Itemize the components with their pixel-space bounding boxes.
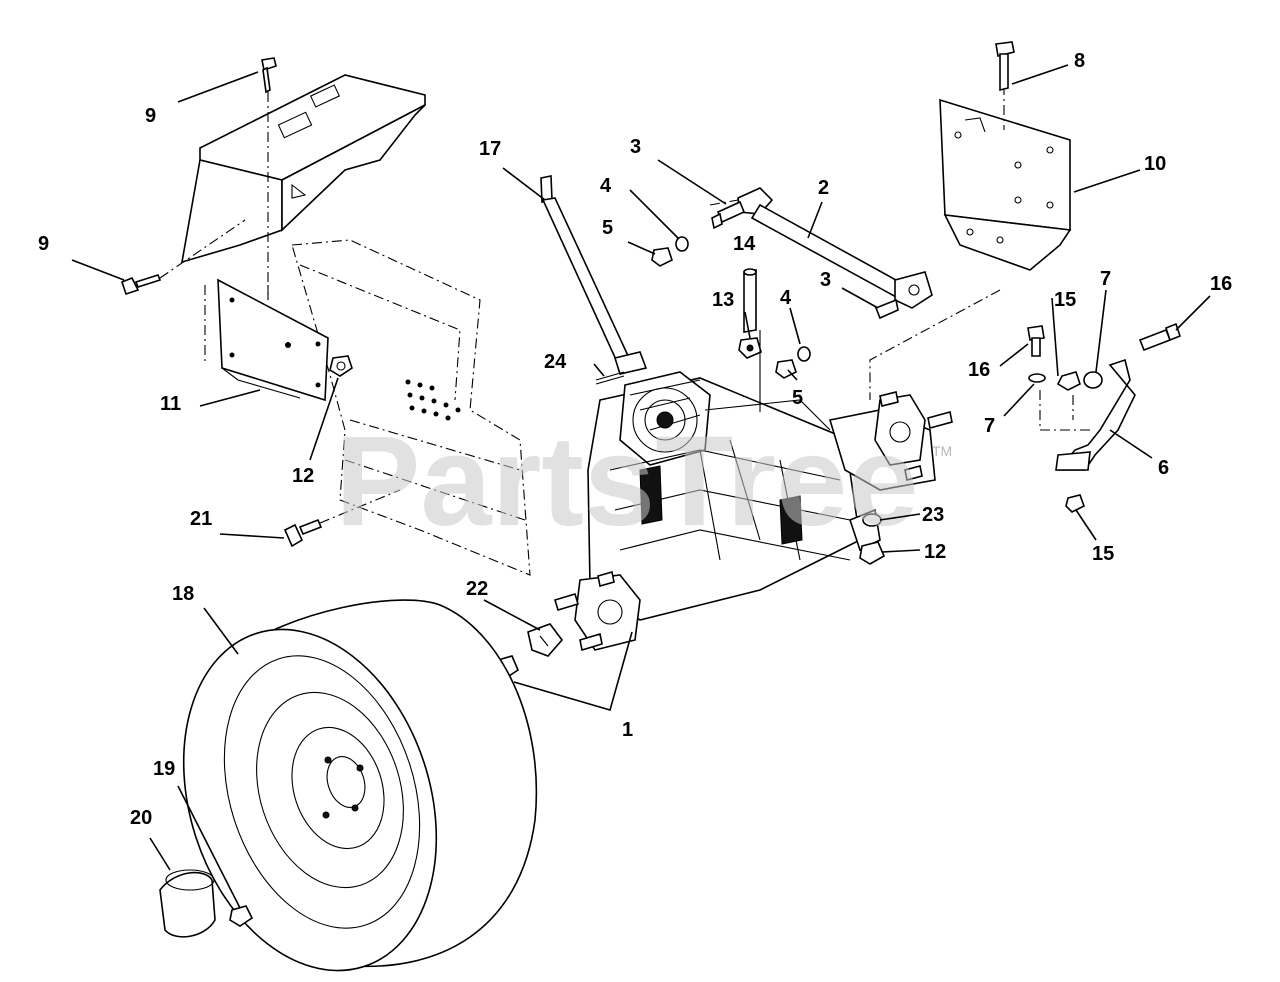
rod-end-3-left — [711, 200, 746, 230]
callout-11: 11 — [160, 393, 181, 415]
callout-12-left: 12 — [292, 465, 314, 487]
callout-7-left: 7 — [984, 415, 995, 437]
nut-15-bottom — [1065, 494, 1085, 513]
bracket-10 — [869, 85, 1072, 400]
callout-5-right: 5 — [792, 387, 803, 409]
callout-1: 1 — [622, 719, 633, 741]
callout-3-right: 3 — [820, 269, 831, 291]
callout-12-right: 12 — [924, 541, 946, 563]
axle-hub-right — [874, 391, 953, 481]
callout-4-top: 4 — [600, 175, 612, 197]
callout-13: 13 — [712, 289, 734, 311]
pin-24 — [595, 371, 625, 385]
bolt-16-right — [1138, 322, 1181, 352]
bolt-9-side — [121, 219, 246, 296]
callout-6: 6 — [1158, 457, 1169, 479]
callout-2: 2 — [818, 177, 829, 199]
nut-13 — [738, 337, 762, 359]
cover-plate — [180, 74, 426, 264]
nut-12-right — [859, 541, 886, 565]
callout-15-bottom: 15 — [1092, 543, 1114, 565]
washer-4-right — [797, 346, 811, 362]
bolt-21 — [283, 489, 401, 548]
callout-14: 14 — [733, 233, 756, 255]
leader-lines — [71, 64, 1211, 909]
callout-16-right: 16 — [1210, 273, 1232, 295]
nut-15-top — [1056, 371, 1081, 391]
callout-21: 21 — [190, 508, 212, 530]
callout-9-side: 9 — [38, 233, 49, 255]
key-22 — [527, 623, 564, 657]
tire-18 — [182, 599, 538, 972]
callout-23: 23 — [922, 504, 944, 526]
nut-5-left — [651, 247, 673, 267]
control-rod-2 — [709, 187, 933, 309]
frame-phantom — [291, 239, 531, 576]
hub-cap-20 — [159, 869, 216, 938]
callout-19: 19 — [153, 758, 175, 780]
callout-17: 17 — [479, 138, 501, 160]
bracket-6 — [1055, 358, 1136, 471]
callout-22: 22 — [466, 578, 488, 600]
axle-hub-left — [554, 570, 641, 652]
callout-8: 8 — [1074, 50, 1085, 72]
washer-7-left — [1028, 373, 1046, 383]
callout-5-top: 5 — [602, 217, 613, 239]
watermark-trademark: TM — [932, 443, 952, 459]
callout-15-top: 15 — [1054, 289, 1076, 311]
bolt-16-left — [1027, 325, 1045, 357]
washer-7-right — [1083, 371, 1103, 389]
callout-24: 24 — [544, 351, 567, 373]
washer-4-left — [675, 236, 689, 252]
lug-nut-19 — [229, 905, 254, 927]
callout-4-right: 4 — [780, 287, 792, 309]
callout-9-top: 9 — [145, 105, 156, 127]
mounting-plate-11 — [204, 278, 329, 402]
rod-end-3-right — [874, 298, 899, 320]
callout-16-left: 16 — [968, 359, 990, 381]
callout-18: 18 — [172, 583, 194, 605]
pin-14 — [743, 268, 757, 333]
callout-3-top: 3 — [630, 136, 641, 158]
watermark: PartsTree — [335, 410, 919, 553]
bracket-6-phantom — [1039, 390, 1090, 431]
callout-20: 20 — [130, 807, 152, 829]
bolt-8 — [995, 41, 1015, 92]
nut-12-left — [329, 355, 353, 377]
callout-10: 10 — [1144, 153, 1166, 175]
bolt-9-top — [261, 57, 277, 300]
callout-7-top: 7 — [1100, 268, 1111, 290]
shift-rod-17 — [540, 175, 648, 375]
